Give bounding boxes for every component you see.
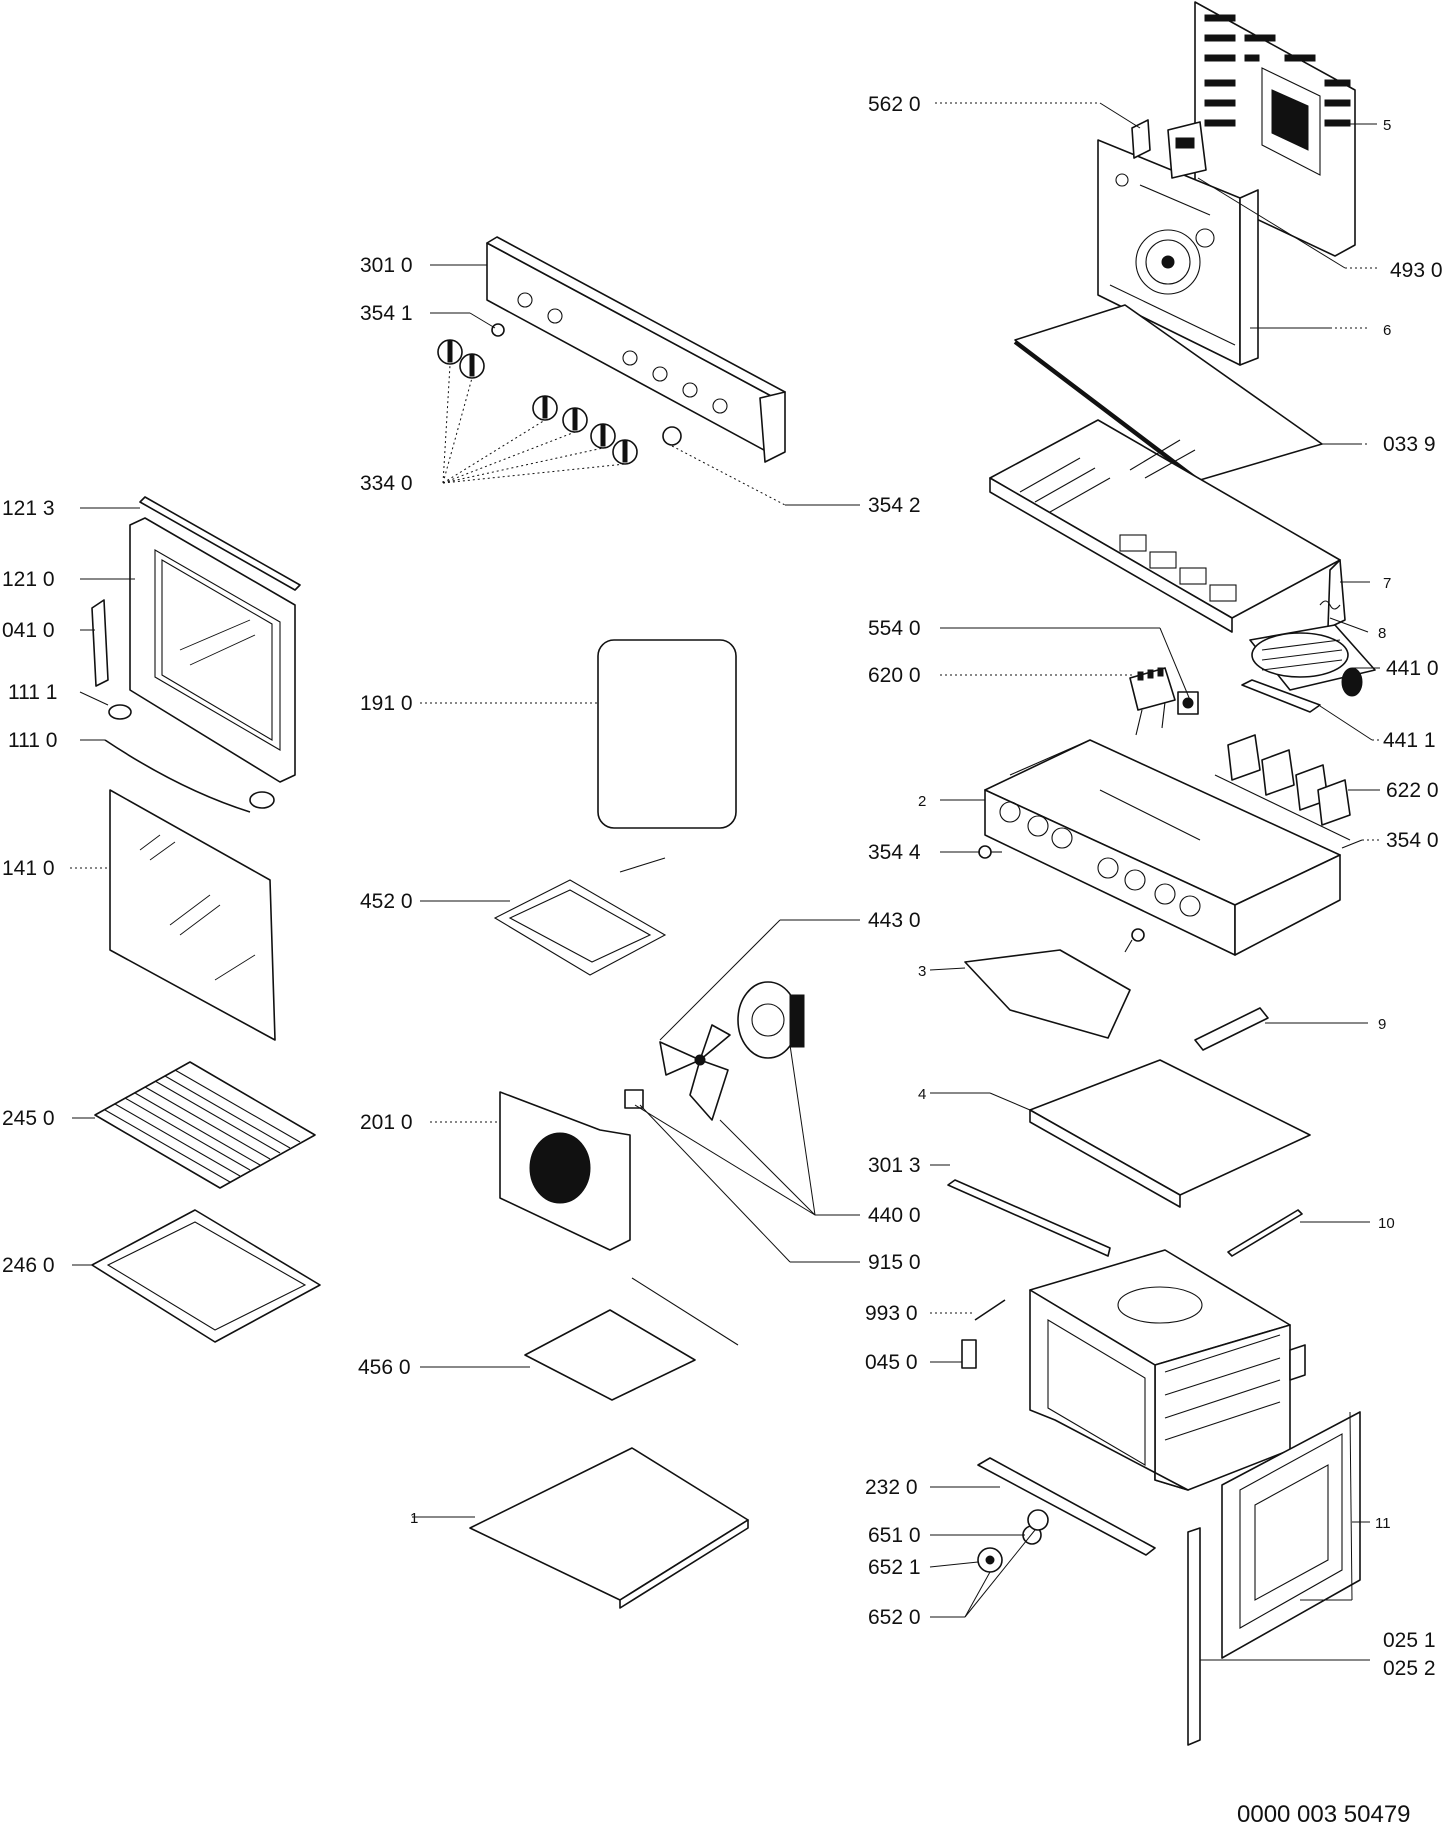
label-2: 2 [918, 793, 926, 810]
part-3-bracket-plate [964, 949, 1131, 1039]
label-10: 10 [1378, 1215, 1395, 1232]
part-1-bottom-plate [469, 1447, 749, 1609]
label-441-0: 441 0 [1386, 657, 1439, 680]
label-440-0: 440 0 [868, 1204, 921, 1227]
label-443-0: 443 0 [868, 909, 921, 932]
label-354-2: 354 2 [868, 494, 921, 517]
part-oven-cavity [1029, 1249, 1306, 1491]
part-232-0-front-rail [977, 1457, 1156, 1556]
label-354-1: 354 1 [360, 302, 413, 325]
label-111-1: 111 1 [8, 681, 57, 704]
label-5: 5 [1383, 117, 1391, 134]
part-354-1-indicator [491, 323, 505, 337]
part-246-0-tray [91, 1209, 321, 1343]
part-025-strip [1187, 1527, 1201, 1746]
label-121-3: 121 3 [2, 497, 55, 520]
label-4: 4 [918, 1086, 926, 1103]
part-620-0-terminal [1129, 667, 1176, 736]
leader-lines [70, 102, 1380, 1661]
label-8: 8 [1378, 625, 1386, 642]
part-554-0-switch [1177, 691, 1199, 715]
label-915-0: 915 0 [868, 1251, 921, 1274]
part-993-0-bolt [974, 1299, 1006, 1321]
part-5-back-cover [1194, 1, 1356, 257]
label-622-0: 622 0 [1386, 779, 1439, 802]
label-9: 9 [1378, 1016, 1386, 1033]
part-562-0-bracket [1131, 119, 1151, 159]
part-191-0-gasket [597, 639, 737, 829]
label-041-0: 041 0 [2, 619, 55, 642]
part-041-0-hinge [91, 599, 109, 687]
label-245-0: 245 0 [2, 1107, 55, 1130]
label-354-4: 354 4 [868, 841, 921, 864]
part-7-top-cover [989, 419, 1346, 633]
label-11: 11 [1375, 1515, 1391, 1532]
part-334-0-knobs [437, 339, 638, 465]
label-246-0: 246 0 [2, 1254, 55, 1277]
label-6: 6 [1383, 322, 1391, 339]
label-033-9: 033 9 [1383, 433, 1436, 456]
label-493-0: 493 0 [1390, 259, 1443, 282]
part-121-0-door-frame [129, 517, 296, 783]
part-354-2-indicator [662, 426, 682, 446]
label-554-0: 554 0 [868, 617, 921, 640]
label-652-1: 652 1 [868, 1556, 921, 1579]
label-191-0: 191 0 [360, 692, 413, 715]
label-441-1: 441 1 [1383, 729, 1436, 752]
label-620-0: 620 0 [868, 664, 921, 687]
part-4-side-plate [1029, 1059, 1311, 1208]
part-915-0-nut [624, 1089, 644, 1109]
label-301-3: 301 3 [868, 1154, 921, 1177]
diagram-code: 0000 003 50479 [1237, 1801, 1411, 1828]
part-441-0-tangential-fan [1249, 624, 1376, 697]
label-3: 3 [918, 963, 926, 980]
label-301-0: 301 0 [360, 254, 413, 277]
label-121-0: 121 0 [2, 568, 55, 591]
part-111-handle [104, 704, 275, 813]
part-201-0-fan-cover [499, 1091, 631, 1251]
part-245-0-wire-rack [94, 1061, 316, 1189]
part-493-0-box [1167, 121, 1207, 179]
part-441-1-bar [1241, 679, 1321, 713]
label-456-0: 456 0 [358, 1356, 411, 1379]
label-993-0: 993 0 [865, 1302, 918, 1325]
label-452-0: 452 0 [360, 890, 413, 913]
part-651-652-knobs [977, 1509, 1049, 1573]
label-232-0: 232 0 [865, 1476, 918, 1499]
label-141-0: 141 0 [2, 857, 55, 880]
part-301-0-control-panel [486, 236, 786, 463]
label-025-1: 025 1 [1383, 1629, 1436, 1652]
part-301-3-rail [947, 1179, 1111, 1257]
part-456-0-grill-element [524, 1277, 739, 1401]
part-354-0-screw [1341, 839, 1363, 849]
part-labels: 562 0 5 493 0 6 301 0 354 1 033 9 334 0 … [2, 93, 1443, 1828]
part-121-3-door-trim [139, 496, 301, 591]
label-025-2: 025 2 [1383, 1657, 1436, 1680]
label-652-0: 652 0 [868, 1606, 921, 1629]
label-651-0: 651 0 [868, 1524, 921, 1547]
part-2-control-frame [984, 739, 1341, 956]
part-443-0-fan-motor [737, 981, 805, 1059]
part-141-0-glass [109, 789, 276, 1041]
label-562-0: 562 0 [868, 93, 921, 116]
part-440-0-fan-blade [659, 1024, 731, 1121]
label-1: 1 [410, 1510, 418, 1527]
label-111-0: 111 0 [8, 729, 57, 752]
part-10-rod [1227, 1209, 1303, 1257]
label-354-0: 354 0 [1386, 829, 1439, 852]
label-045-0: 045 0 [865, 1351, 918, 1374]
label-334-0: 334 0 [360, 472, 413, 495]
part-8-spring [1319, 600, 1341, 610]
part-622-0-relays [1214, 734, 1351, 841]
label-201-0: 201 0 [360, 1111, 413, 1134]
label-7: 7 [1383, 575, 1391, 592]
part-9-bar [1194, 1007, 1269, 1051]
part-452-0-heating-element [493, 857, 667, 976]
part-11-side-frame [1221, 1411, 1361, 1659]
part-045-0-hinge [961, 1339, 977, 1369]
part-6-rear-wall [1097, 139, 1259, 366]
